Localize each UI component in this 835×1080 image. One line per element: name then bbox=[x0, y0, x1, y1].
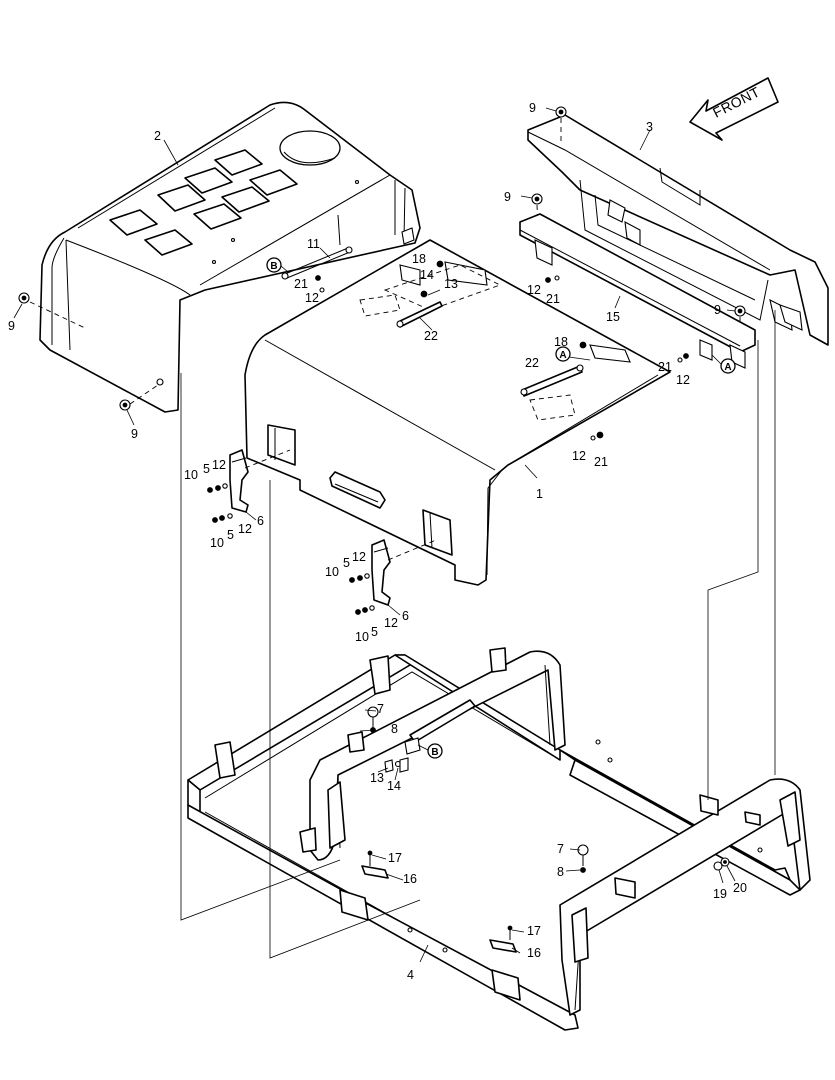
label-13-a: 13 bbox=[444, 277, 458, 291]
bolt-9-cover-mid bbox=[531, 193, 543, 231]
label-10-d: 10 bbox=[355, 630, 369, 644]
label-12-c: 12 bbox=[352, 550, 366, 564]
label-8-a: 8 bbox=[391, 722, 398, 736]
label-9-e: 9 bbox=[131, 427, 138, 441]
gas-strut-22-right bbox=[520, 364, 584, 397]
part-labels: 1 2 3 4 5 5 5 5 6 6 7 7 8 8 9 9 9 9 9 10… bbox=[8, 101, 747, 982]
label-16-a: 16 bbox=[403, 872, 417, 886]
label-1: 1 bbox=[536, 487, 543, 501]
label-13-b: 13 bbox=[370, 771, 384, 785]
label-12-h: 12 bbox=[572, 449, 586, 463]
bolt-9-bottom bbox=[119, 384, 159, 411]
label-8-b: 8 bbox=[557, 865, 564, 879]
label-17-a: 17 bbox=[388, 851, 402, 865]
label-5-b: 5 bbox=[227, 528, 234, 542]
label-17-b: 17 bbox=[527, 924, 541, 938]
callout-b-top: B bbox=[266, 257, 289, 273]
label-6-a: 6 bbox=[257, 514, 264, 528]
label-5-a: 5 bbox=[203, 462, 210, 476]
label-12-g: 12 bbox=[676, 373, 690, 387]
label-21-a: 21 bbox=[294, 277, 308, 291]
label-5-c: 5 bbox=[343, 556, 350, 570]
label-11: 11 bbox=[307, 237, 320, 251]
latch-assembly-left bbox=[207, 449, 291, 523]
alignment-lines bbox=[180, 310, 776, 959]
label-19: 19 bbox=[713, 887, 727, 901]
label-15: 15 bbox=[606, 310, 620, 324]
label-3: 3 bbox=[646, 120, 653, 134]
side-cover-part-1 bbox=[244, 239, 671, 586]
top-cover-part-3 bbox=[527, 114, 829, 346]
label-5-d: 5 bbox=[371, 625, 378, 639]
label-10-b: 10 bbox=[210, 536, 224, 550]
stud-7-8-right bbox=[577, 844, 589, 873]
callout-a-right-label: A bbox=[724, 362, 731, 373]
callout-b-top-label: B bbox=[270, 261, 277, 272]
bolt-9-left bbox=[18, 292, 86, 329]
leader-lines bbox=[13, 107, 736, 963]
label-16-b: 16 bbox=[527, 946, 541, 960]
callout-a-right: A bbox=[711, 354, 736, 374]
base-frame-part-4 bbox=[187, 647, 811, 1031]
label-10-a: 10 bbox=[184, 468, 198, 482]
label-12-b: 12 bbox=[238, 522, 252, 536]
label-9-d: 9 bbox=[8, 319, 15, 333]
callout-b-frame: B bbox=[417, 743, 443, 759]
label-18-a: 18 bbox=[412, 252, 426, 266]
latch-assembly-center bbox=[349, 539, 437, 615]
label-14-a: 14 bbox=[420, 268, 434, 282]
label-21-d: 21 bbox=[594, 455, 608, 469]
label-12-e: 12 bbox=[305, 291, 319, 305]
label-21-b: 21 bbox=[546, 292, 560, 306]
label-7-a: 7 bbox=[377, 702, 384, 716]
label-14-b: 14 bbox=[387, 779, 401, 793]
label-9-c: 9 bbox=[714, 303, 721, 317]
gas-strut-22-left bbox=[396, 301, 443, 328]
bracket-16-17-right bbox=[489, 925, 517, 953]
support-bar-part-15 bbox=[519, 213, 756, 369]
label-12-f: 12 bbox=[527, 283, 541, 297]
callout-a-center-label: A bbox=[559, 350, 566, 361]
label-2: 2 bbox=[154, 129, 161, 143]
cable-part-11 bbox=[281, 246, 353, 280]
callout-a-center: A bbox=[555, 346, 591, 362]
label-21-c: 21 bbox=[658, 360, 672, 374]
clamp-13-14 bbox=[384, 757, 409, 773]
engine-hood-part-2 bbox=[39, 101, 421, 413]
front-direction-arrow: FRONT bbox=[689, 77, 779, 141]
label-6-b: 6 bbox=[402, 609, 409, 623]
label-22-b: 22 bbox=[525, 356, 539, 370]
label-20: 20 bbox=[733, 881, 747, 895]
label-7-b: 7 bbox=[557, 842, 564, 856]
label-12-a: 12 bbox=[212, 458, 226, 472]
washer-19-20 bbox=[713, 857, 730, 871]
bolt-9-cover-top bbox=[555, 106, 567, 145]
label-18-b: 18 bbox=[554, 335, 568, 349]
label-10-c: 10 bbox=[325, 565, 339, 579]
label-22-a: 22 bbox=[424, 329, 438, 343]
bracket-16-17-left bbox=[361, 850, 389, 879]
label-4: 4 bbox=[407, 968, 414, 982]
label-12-d: 12 bbox=[384, 616, 398, 630]
label-9-b: 9 bbox=[504, 190, 511, 204]
label-9-a: 9 bbox=[529, 101, 536, 115]
callout-b-frame-label: B bbox=[431, 747, 438, 758]
